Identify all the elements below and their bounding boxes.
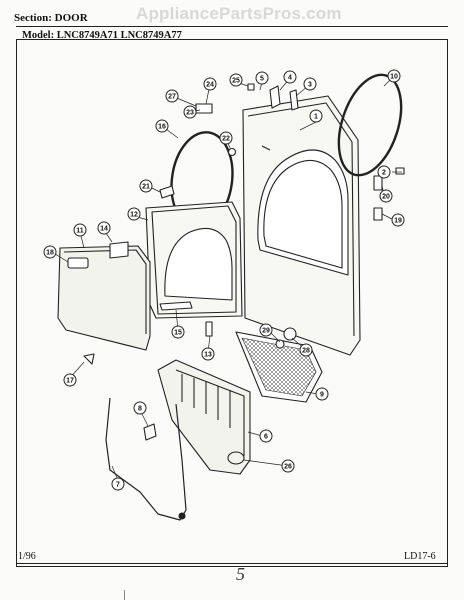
- part-lint-duct: [157, 359, 251, 475]
- part-harness: [105, 397, 187, 521]
- svg-text:11: 11: [76, 228, 84, 235]
- svg-text:26: 26: [284, 464, 292, 471]
- part-clip-2: [395, 167, 405, 175]
- part-lint-screen: [235, 331, 323, 403]
- svg-text:6: 6: [264, 434, 268, 441]
- svg-text:15: 15: [174, 330, 182, 337]
- callout-23: 23: [183, 105, 197, 119]
- callout-25: 25: [229, 73, 243, 87]
- callout-20: 20: [379, 189, 393, 203]
- svg-text:10: 10: [390, 74, 398, 81]
- callout-10: 10: [387, 69, 401, 83]
- watermark: AppliancePartsPros.com: [136, 4, 342, 23]
- svg-text:12: 12: [130, 212, 138, 219]
- callout-3: 3: [303, 77, 317, 91]
- svg-text:14: 14: [100, 226, 108, 233]
- callout-15: 15: [171, 325, 185, 339]
- part-clip-3: [289, 89, 299, 111]
- callout-26: 26: [281, 459, 295, 473]
- callout-1: 1: [309, 109, 323, 123]
- callout-29: 29: [259, 323, 273, 337]
- part-pin-25: [247, 83, 255, 91]
- callout-6: 6: [259, 429, 273, 443]
- harness-connector: [178, 512, 186, 520]
- svg-text:24: 24: [206, 82, 214, 89]
- callout-12: 12: [127, 207, 141, 221]
- part-clip-13: [205, 321, 213, 337]
- part-hinge-4: [269, 85, 281, 109]
- svg-text:8: 8: [138, 406, 142, 413]
- callout-7: 7: [111, 477, 125, 491]
- svg-text:17: 17: [66, 378, 74, 385]
- svg-text:21: 21: [142, 184, 150, 191]
- part-button-29: [275, 339, 285, 349]
- callout-5: 5: [255, 71, 269, 85]
- callout-27: 27: [165, 89, 179, 103]
- svg-text:28: 28: [302, 348, 310, 355]
- part-button-28: [283, 327, 297, 341]
- svg-text:9: 9: [320, 392, 324, 399]
- edge-tick: [124, 590, 125, 600]
- part-bumper-17: [83, 353, 95, 365]
- part-inner-door-frame: [145, 201, 243, 319]
- callout-22: 22: [219, 131, 233, 145]
- part-strike-19: [373, 207, 383, 221]
- svg-text:29: 29: [262, 328, 270, 335]
- part-bracket-24: [195, 103, 213, 114]
- callout-18: 18: [43, 245, 57, 259]
- callout-19: 19: [391, 213, 405, 227]
- svg-text:19: 19: [394, 218, 402, 225]
- svg-text:23: 23: [186, 110, 194, 117]
- svg-text:18: 18: [46, 250, 54, 257]
- part-strike-20: [373, 175, 383, 191]
- part-clip-8: [143, 423, 157, 441]
- footer-rule: [16, 563, 448, 564]
- svg-text:7: 7: [116, 482, 120, 489]
- part-o-ring: [227, 451, 245, 465]
- part-outer-gasket: [337, 73, 403, 177]
- callout-24: 24: [203, 77, 217, 91]
- svg-text:22: 22: [222, 136, 230, 143]
- svg-text:5: 5: [260, 76, 264, 83]
- callout-13: 13: [201, 347, 215, 361]
- part-catch-21: [159, 185, 175, 199]
- svg-text:3: 3: [308, 82, 312, 89]
- svg-text:1: 1: [314, 114, 318, 121]
- diagram-frame: [16, 39, 448, 567]
- callout-11: 11: [73, 223, 87, 237]
- callout-17: 17: [63, 373, 77, 387]
- part-door-liner-panel: [57, 245, 151, 351]
- callout-4: 4: [283, 70, 297, 84]
- callout-16: 16: [155, 119, 169, 133]
- handwritten-mark: 5: [236, 564, 245, 584]
- section-title: Section: DOOR: [14, 12, 88, 24]
- callout-28: 28: [299, 343, 313, 357]
- svg-text:25: 25: [232, 78, 240, 85]
- part-small-plate: [109, 241, 129, 259]
- callout-9: 9: [315, 387, 329, 401]
- model-line: Model: LNC8749A71 LNC8749A77: [22, 30, 182, 41]
- part-strip: [159, 301, 193, 311]
- callout-14: 14: [97, 221, 111, 235]
- svg-text:2: 2: [382, 170, 386, 177]
- callout-2: 2: [377, 165, 391, 179]
- part-outer-door-panel: [242, 95, 361, 356]
- svg-text:13: 13: [204, 352, 212, 359]
- callout-8: 8: [133, 401, 147, 415]
- svg-text:4: 4: [288, 75, 292, 82]
- svg-text:20: 20: [382, 194, 390, 201]
- callout-21: 21: [139, 179, 153, 193]
- footer-date: 1/96: [18, 551, 36, 562]
- svg-text:27: 27: [168, 94, 176, 101]
- svg-text:16: 16: [158, 124, 166, 131]
- footer-page-code: LD17-6: [404, 551, 436, 562]
- header-rule: [16, 26, 448, 27]
- part-screw-22: [227, 147, 237, 157]
